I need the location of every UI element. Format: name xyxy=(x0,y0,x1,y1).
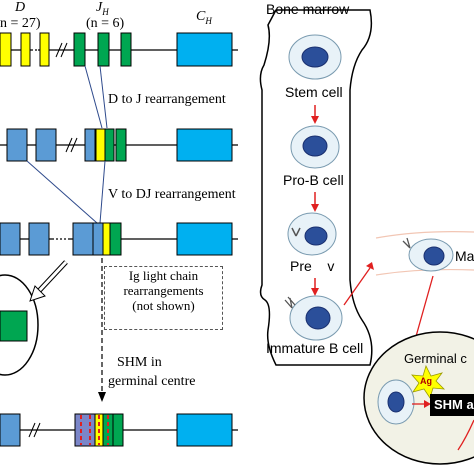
germinal-centre xyxy=(363,331,474,465)
stem-cell-label: Stem cell xyxy=(285,84,343,100)
ag-label: Ag xyxy=(420,376,432,386)
jh-count-label: (n = 6) xyxy=(86,16,125,31)
red-arrowhead xyxy=(311,288,319,296)
bone-marrow-title: Bone marrow xyxy=(266,1,350,17)
d-count-label: n = 27) xyxy=(0,16,41,31)
jh-segment xyxy=(104,128,115,162)
immature-b-cell xyxy=(284,295,343,341)
v-segment xyxy=(35,128,57,162)
mutated-row xyxy=(0,413,238,447)
ch-segment xyxy=(176,32,233,67)
mature-label: Ma xyxy=(455,248,474,264)
d-label: D xyxy=(15,0,26,15)
red-loop-arrow xyxy=(457,419,474,451)
v-segment xyxy=(28,222,50,256)
jh-segment xyxy=(115,128,127,162)
red-arrow xyxy=(343,267,371,306)
light-chain-oval xyxy=(0,274,39,376)
stem-cell xyxy=(288,34,342,80)
v-segment xyxy=(0,413,21,447)
ch-segment xyxy=(176,222,233,256)
hollow-arrow xyxy=(29,260,68,302)
red-arrowhead xyxy=(424,400,431,408)
immature-b-cell-label: Immature B cell xyxy=(266,340,364,356)
germinal-b-cell xyxy=(377,379,415,425)
v-segment xyxy=(84,128,96,162)
red-arrowhead xyxy=(311,116,319,124)
vdj-row xyxy=(0,222,238,256)
green-box xyxy=(0,310,28,342)
red-arrowhead xyxy=(366,262,374,270)
shm-label-line1: SHM in xyxy=(117,355,162,370)
dj-row xyxy=(0,128,238,162)
d-segment xyxy=(39,32,50,67)
germline-row xyxy=(0,32,238,67)
jh-segment xyxy=(73,32,86,67)
pro-b-cell-label: Pro-B cell xyxy=(283,172,344,188)
shm-label-line2: germinal centre xyxy=(108,374,196,389)
d-segment xyxy=(0,32,12,67)
pro-b-cell xyxy=(290,125,340,169)
bone-outline xyxy=(259,9,373,366)
v-segment xyxy=(0,222,21,256)
jh-segment xyxy=(112,413,124,447)
pre-b-cell xyxy=(287,212,337,256)
ch-label: CH xyxy=(196,9,212,26)
v-segment xyxy=(6,128,28,162)
d-segment xyxy=(20,32,31,67)
v-to-dj-label: V to DJ rearrangement xyxy=(108,187,236,202)
red-arrowhead xyxy=(311,204,319,212)
d-to-j-label: D to J rearrangement xyxy=(108,92,226,107)
light-chain-box: Ig light chain rearrangements (not shown… xyxy=(104,266,223,330)
shm-box: SHM a xyxy=(430,394,474,416)
mature-b-cell xyxy=(402,237,454,272)
germinal-centre-label: Germinal c xyxy=(404,351,467,366)
ch-segment xyxy=(176,413,233,447)
jh-label: JH xyxy=(96,0,109,17)
jh-segment xyxy=(97,32,110,67)
dashed-arrowhead xyxy=(98,392,106,402)
ch-segment xyxy=(176,128,233,162)
jh-segment xyxy=(109,222,122,256)
jh-segment xyxy=(120,32,132,67)
pre-b-cell-label: Pre v xyxy=(290,258,335,274)
red-arrow xyxy=(414,275,434,341)
